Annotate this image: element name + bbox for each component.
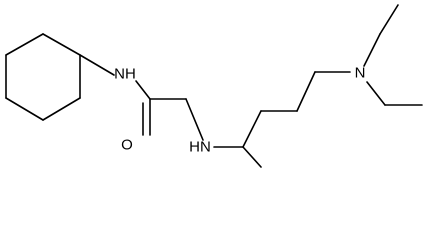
tertiary-nitrogen-label: N	[355, 65, 366, 82]
methine-to-methyl-bond	[242, 146, 262, 168]
ring-bond	[42, 97, 81, 121]
n-to-upper-ethyl-bond	[363, 33, 381, 67]
ring-bond	[42, 33, 81, 56]
methylene-to-amine-bond	[185, 98, 204, 141]
amide-nitrogen-label: NH	[114, 66, 136, 83]
amine-nitrogen-label: HN	[189, 139, 211, 156]
amide-n-to-carbonyl-bond	[135, 80, 151, 100]
n-to-lower-ethyl-bond	[366, 81, 386, 106]
chain-bond	[242, 110, 262, 148]
ring-to-amide-n-bond	[79, 54, 115, 76]
ring-bond	[5, 33, 44, 56]
chemical-structure-diagram: NH O HN N	[5, 4, 423, 168]
cyclohexyl-ring	[5, 33, 81, 121]
carbonyl-oxygen-label: O	[121, 137, 133, 154]
chain-bond	[296, 71, 316, 112]
ring-bond	[5, 97, 44, 121]
upper-ethyl-bond	[379, 4, 399, 35]
